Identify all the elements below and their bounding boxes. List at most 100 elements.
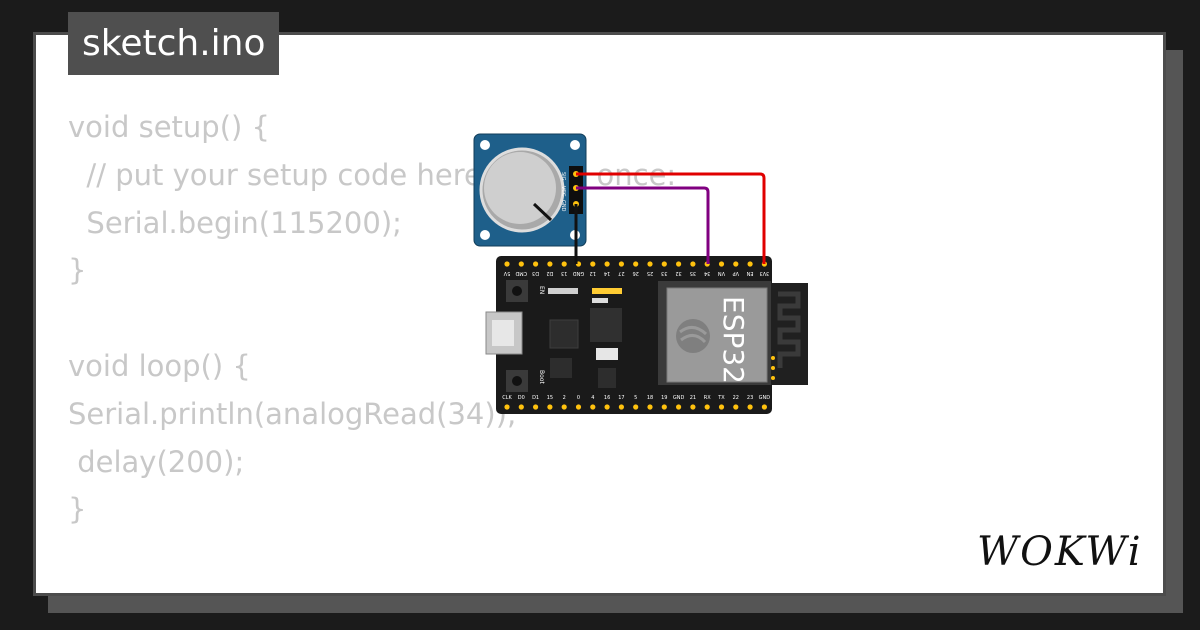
header-pin[interactable] <box>661 261 667 267</box>
wire-signal[interactable] <box>576 186 710 264</box>
circuit-diagram: SIG VCC GND ESP32 EN Boot <box>473 133 808 414</box>
wokwi-logo[interactable]: WOKWi <box>977 529 1143 575</box>
antenna-pin <box>771 376 775 380</box>
pin-label: 4 <box>591 395 594 401</box>
pin-label: 17 <box>618 395 624 401</box>
header-pin[interactable] <box>761 404 767 410</box>
boot-button-cap <box>512 376 522 386</box>
header-pin[interactable] <box>604 404 610 410</box>
knob-indicator <box>532 202 553 222</box>
antenna-pin <box>771 366 775 370</box>
smd-component <box>592 288 622 294</box>
en-button-cap <box>512 286 522 296</box>
header-pin[interactable] <box>704 404 710 410</box>
header-pin[interactable] <box>561 404 567 410</box>
header-pin[interactable] <box>561 261 567 267</box>
pin-label: 18 <box>647 395 653 401</box>
header-pin[interactable] <box>661 404 667 410</box>
file-tab[interactable]: sketch.ino <box>68 12 280 75</box>
header-pin[interactable] <box>604 261 610 267</box>
header-pin[interactable] <box>747 404 753 410</box>
usb-serial-chip <box>549 319 579 349</box>
header-pin[interactable] <box>718 404 725 410</box>
pin-label: 13 <box>561 270 567 276</box>
code-line: // put your setup code here, to run once… <box>68 157 677 192</box>
pin-label: D0 <box>518 395 525 401</box>
header-pin[interactable] <box>590 404 596 410</box>
regulator <box>590 308 622 342</box>
header-pin[interactable] <box>733 261 739 267</box>
pin-label: 2 <box>563 395 566 401</box>
pin-label: CLK <box>502 395 512 401</box>
header-pin[interactable] <box>733 404 739 410</box>
header-pin[interactable] <box>676 261 682 267</box>
pin-label: 35 <box>690 270 696 276</box>
header-pin[interactable] <box>504 261 510 267</box>
usb-inner <box>492 320 514 346</box>
smd-component <box>592 298 608 303</box>
code-line: delay(200); <box>68 444 245 479</box>
mount-hole <box>480 230 490 240</box>
pin-label: RX <box>704 395 711 401</box>
connector <box>596 348 618 360</box>
pin-label: D3 <box>532 270 539 276</box>
pin-label: 12 <box>590 270 596 276</box>
pin-label: 33 <box>661 270 667 276</box>
antenna-trace <box>777 291 801 368</box>
code-line: } <box>68 253 87 288</box>
mount-hole <box>480 140 490 150</box>
pin-label: 21 <box>690 395 696 401</box>
header-pin[interactable] <box>547 404 553 410</box>
header-pin[interactable] <box>690 404 696 410</box>
code-line: } <box>68 492 87 527</box>
header-pin[interactable] <box>618 261 624 267</box>
pin-label: 22 <box>733 395 739 401</box>
header-pin[interactable] <box>747 261 753 267</box>
header-pin[interactable] <box>718 261 725 267</box>
pin-label: GND <box>673 395 685 401</box>
header-pin[interactable] <box>633 261 639 267</box>
pin-label: VN <box>718 270 725 276</box>
chip <box>550 358 572 378</box>
header-pin[interactable] <box>690 261 696 267</box>
header-pin[interactable] <box>633 404 639 410</box>
potentiometer[interactable]: SIG VCC GND <box>473 133 587 247</box>
header-pin[interactable] <box>647 261 653 267</box>
smd-component <box>548 288 578 294</box>
button-label: Boot <box>538 370 545 384</box>
pin-label: TX <box>717 395 725 401</box>
pin-label: 5V <box>503 270 510 276</box>
pin-label: 34 <box>704 270 710 276</box>
header-pin[interactable] <box>533 261 539 267</box>
pin-label: 15 <box>547 395 553 401</box>
header-pin[interactable] <box>676 404 682 410</box>
header-pin[interactable] <box>547 261 553 267</box>
pin-label: GND <box>560 200 566 212</box>
header-pin[interactable] <box>504 404 510 410</box>
pin-label: VCC <box>560 186 566 197</box>
button-label: EN <box>538 286 545 294</box>
header-pin[interactable] <box>618 404 624 410</box>
pin-label: CMD <box>515 270 527 276</box>
header-pin[interactable] <box>647 404 653 410</box>
pin-label: 3V3 <box>760 270 770 276</box>
code-line: void setup() { <box>68 110 270 144</box>
pin-label: 19 <box>661 395 667 401</box>
code-editor[interactable]: void setup() { // put your setup code he… <box>68 104 676 534</box>
header-pin[interactable] <box>518 404 524 410</box>
header-pin[interactable] <box>575 404 582 410</box>
pin-label: 32 <box>675 270 681 276</box>
code-line: Serial.println(analogRead(34)); <box>68 396 517 431</box>
pin-label: 14 <box>604 270 610 276</box>
code-line: Serial.begin(115200); <box>68 205 402 240</box>
header-pin[interactable] <box>518 261 524 267</box>
espressif-logo-mark <box>679 326 708 344</box>
pin-label: VP <box>733 270 739 276</box>
header-pin[interactable] <box>590 261 596 267</box>
pin-label: 23 <box>747 395 753 401</box>
header-pin[interactable] <box>533 404 539 410</box>
wire-vcc[interactable] <box>576 172 766 264</box>
pin-label: GND <box>759 395 771 401</box>
